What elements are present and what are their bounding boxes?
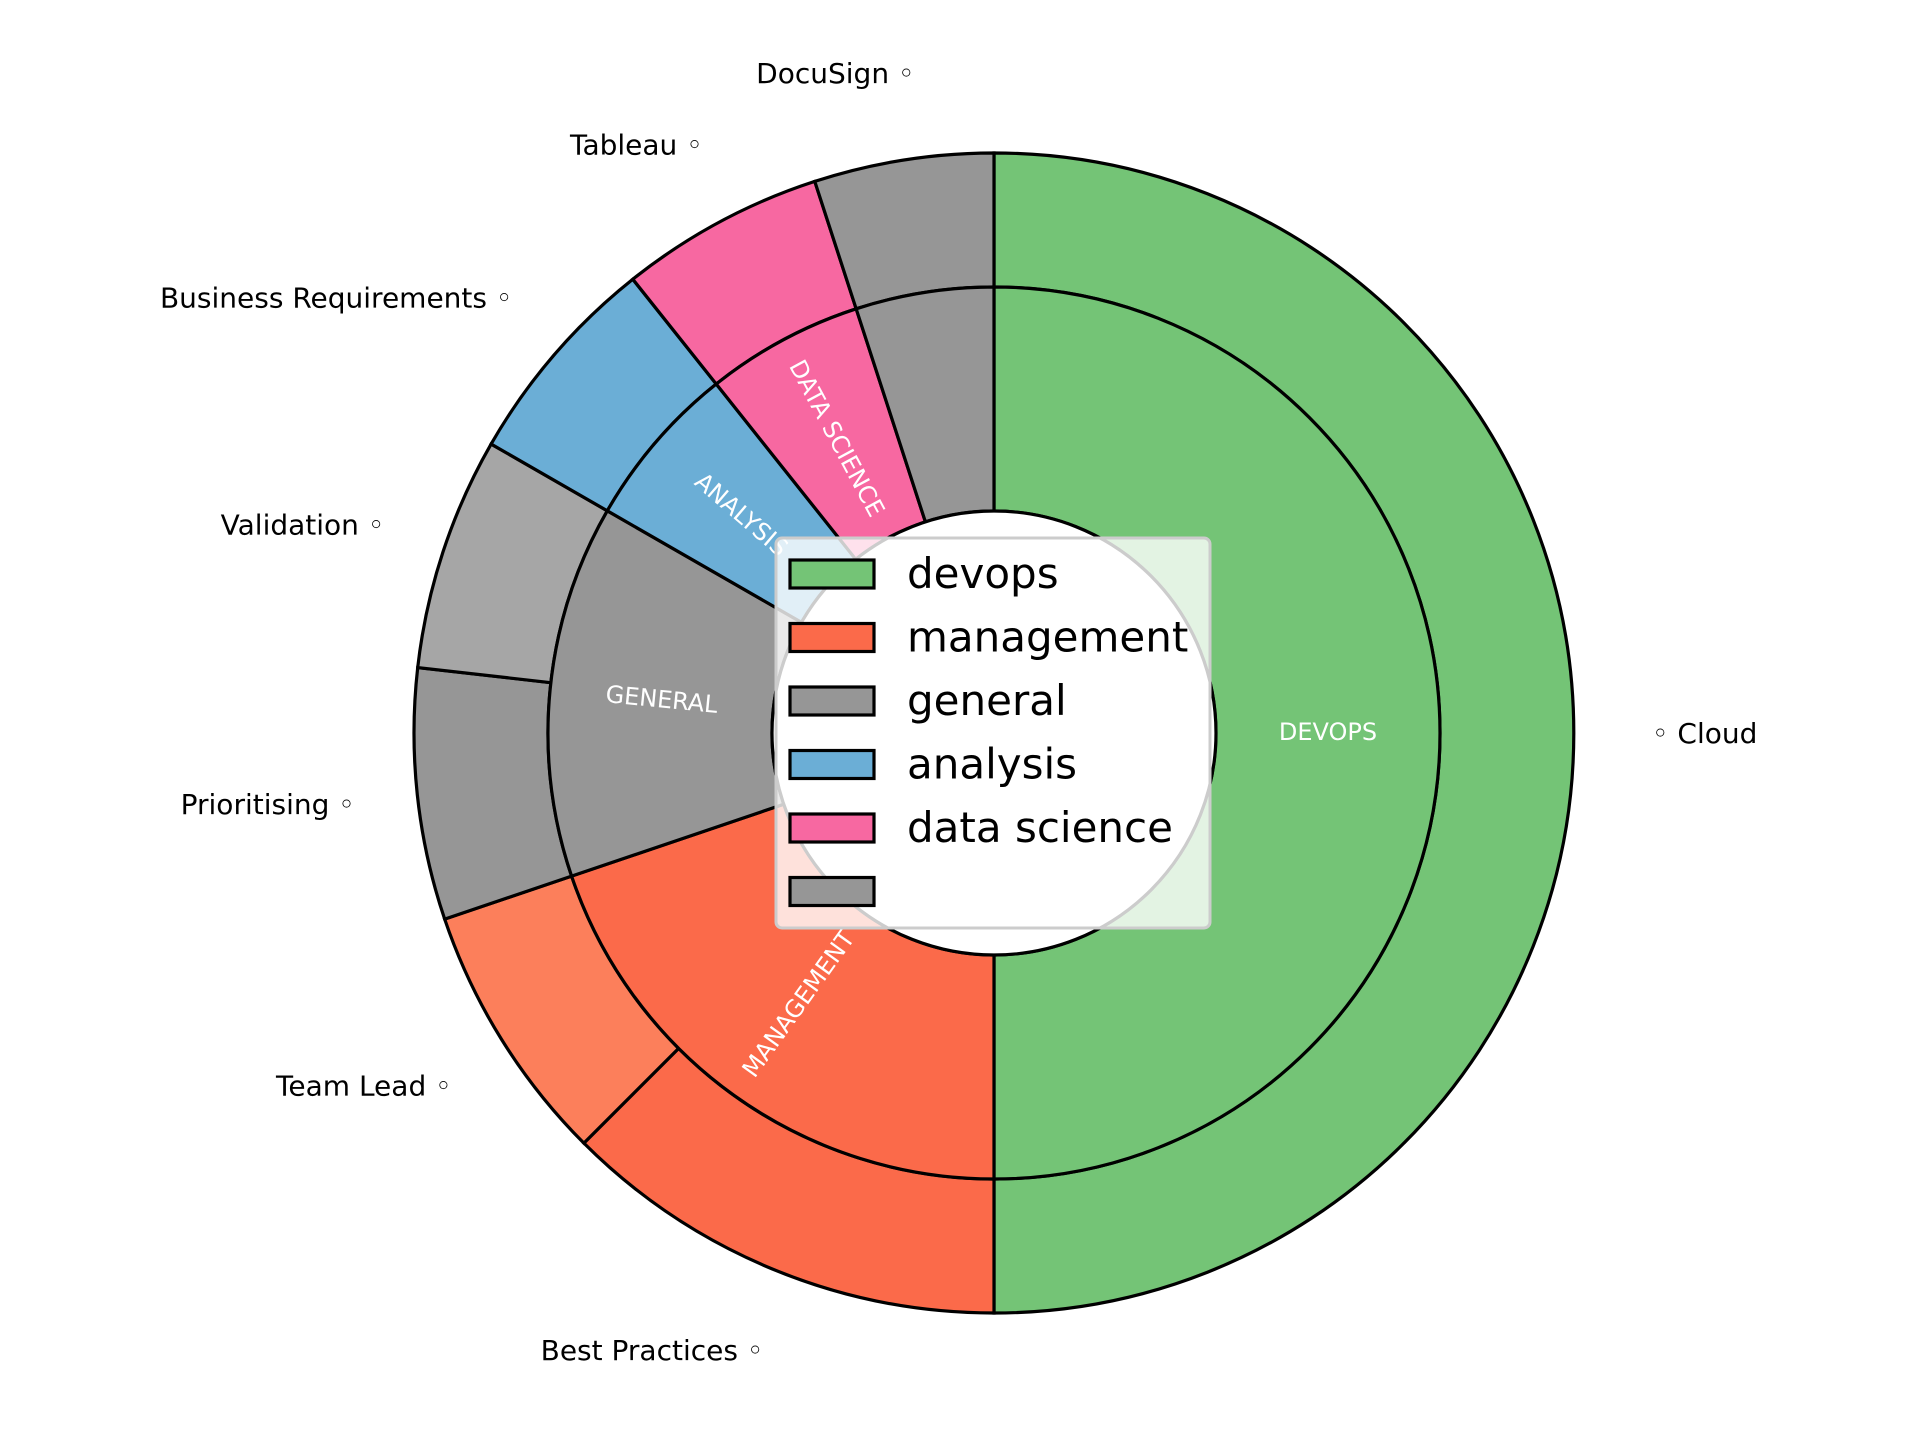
legend-swatch-devops: [788, 558, 876, 590]
legend-swatch-analysis: [788, 748, 876, 781]
outer-label-prioritising: Prioritising ◦: [181, 788, 355, 821]
legend-swatch-management: [788, 621, 876, 654]
legend-label-general: general: [907, 676, 1067, 725]
legend-swatch-data-science: [788, 812, 876, 844]
legend-label-devops: devops: [907, 549, 1059, 598]
legend-swatch-general: [788, 685, 876, 717]
outer-label-best-practices: Best Practices ◦: [541, 1334, 764, 1367]
outer-label-business-requirements: Business Requirements ◦: [160, 282, 512, 315]
legend: devops management general analysis data scie…: [774, 536, 1212, 930]
legend-frame: [774, 536, 1212, 930]
inner-label-devops: DEVOPS: [1279, 718, 1377, 746]
legend-label-management: management: [907, 613, 1188, 662]
legend-swatch-unlabeled: [788, 875, 876, 908]
outer-label-validation: Validation ◦: [221, 509, 385, 542]
outer-label-team-lead: Team Lead ◦: [275, 1070, 452, 1103]
outer-label-cloud: ◦ Cloud: [1652, 717, 1757, 750]
legend-label-data-science: data science: [907, 803, 1173, 852]
outer-label-tableau: Tableau ◦: [569, 129, 703, 162]
outer-ring: [412, 151, 1576, 1315]
outer-label-docusign: DocuSign ◦: [756, 57, 914, 90]
legend-label-analysis: analysis: [907, 740, 1077, 789]
